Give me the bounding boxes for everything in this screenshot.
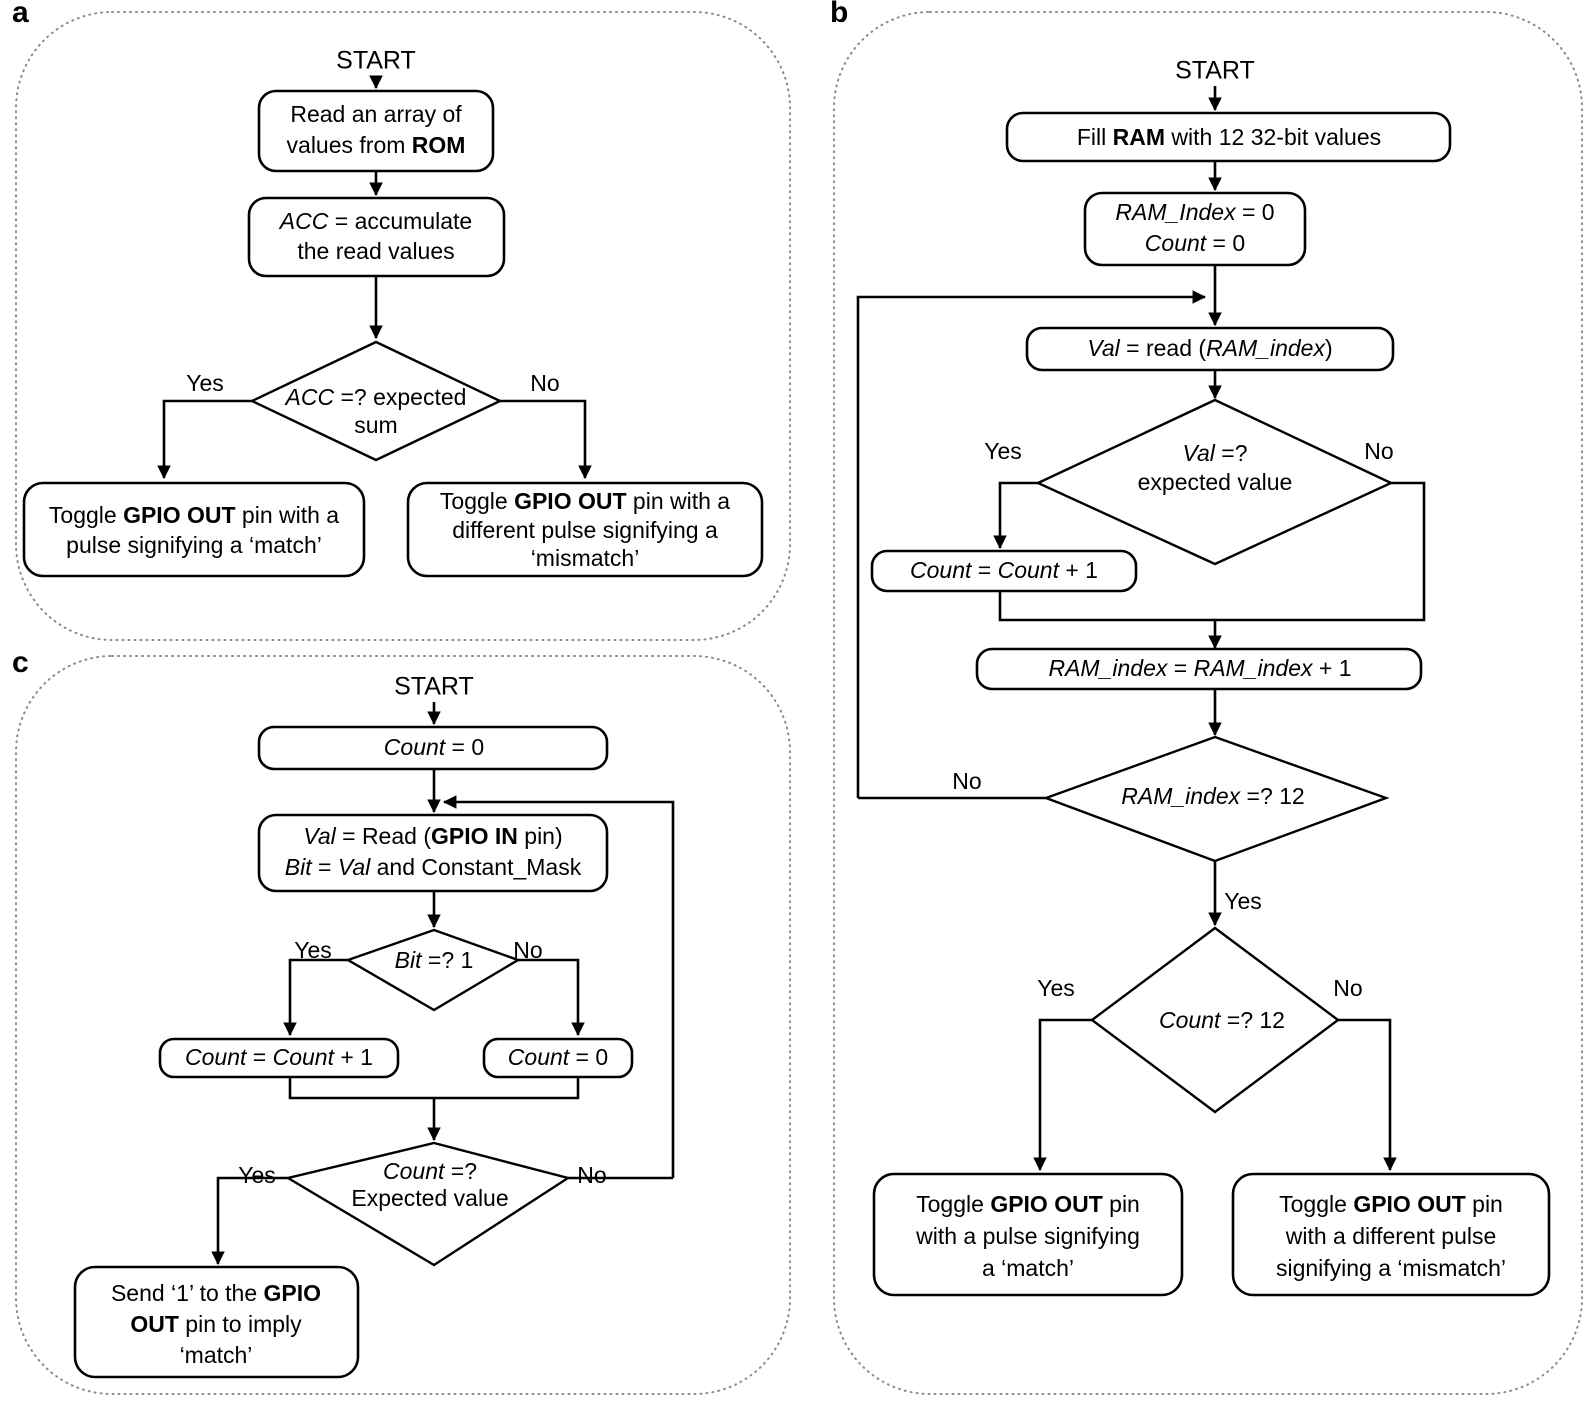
panel-c-merge-left — [288, 1077, 434, 1100]
node-count-increment-b — [870, 549, 1138, 593]
panel-c-count-yes-branch — [211, 1176, 288, 1266]
panel-a-yes-label: Yes — [186, 370, 224, 396]
decision-acc-equals-expected-sum — [249, 340, 503, 462]
panel-b-val-yes-label: Yes — [984, 438, 1022, 464]
panel-a-no-branch — [500, 399, 592, 480]
node-toggle-match-b-line2: with a pulse signifying — [915, 1223, 1140, 1249]
node-acc-accumulate-line1: ACC = accumulate — [278, 208, 472, 234]
node-val-read-ram-index — [1025, 326, 1395, 372]
panel-b-count-no-branch — [1338, 1018, 1397, 1172]
node-send-one-line2: OUT pin to imply — [130, 1311, 302, 1337]
node-count-reset-c — [482, 1037, 634, 1079]
panel-c-bit-yes-branch — [283, 958, 348, 1037]
node-send-one-line3: ‘match’ — [180, 1342, 253, 1368]
panel-c-bit-no-label: No — [513, 937, 542, 963]
node-read-array-rom-line2: values from ROM — [287, 132, 466, 158]
panel-b-ram-yes-label: Yes — [1224, 888, 1262, 914]
node-toggle-mismatch-a — [406, 481, 764, 578]
panel-b-border — [833, 11, 1583, 1395]
node-toggle-mismatch-b-line2: with a different pulse — [1285, 1223, 1497, 1249]
node-val-read-text: Val = read (RAM_index) — [1087, 335, 1332, 361]
panel-c: c START Count = 0 Val = Read (GPIO IN pi… — [12, 646, 791, 1395]
panel-c-bit-no-branch — [518, 958, 585, 1037]
decision-bit-equals-1 — [345, 928, 521, 1012]
node-ram-index-increment — [975, 647, 1423, 691]
node-count-increment-b-text: Count = Count + 1 — [910, 557, 1098, 583]
panel-b-start-label: START — [1175, 57, 1255, 85]
panel-a-label: a — [12, 0, 29, 29]
node-count-increment-c-text: Count = Count + 1 — [185, 1044, 373, 1070]
panel-b-count-yes-label: Yes — [1037, 975, 1075, 1001]
decision-ram-index-text: RAM_index =? 12 — [1121, 783, 1304, 809]
node-count-increment-c — [158, 1037, 400, 1079]
node-toggle-mismatch-a-line3: ‘mismatch’ — [531, 545, 640, 571]
node-init-ram-index-count — [1083, 191, 1307, 267]
panel-c-start-label: START — [394, 673, 474, 701]
panel-b-ram-no-label: No — [952, 768, 981, 794]
panel-c-bit-yes-label: Yes — [294, 937, 332, 963]
panel-c-merge-right — [434, 1077, 580, 1100]
panel-b-count-yes-branch — [1033, 1018, 1092, 1172]
node-toggle-match-b — [872, 1172, 1184, 1297]
node-toggle-mismatch-b-line3: signifying a ‘mismatch’ — [1276, 1255, 1506, 1281]
panel-c-loopback — [442, 795, 675, 1178]
decision-acc-line2: sum — [354, 412, 397, 438]
decision-count-equals-expected — [284, 1141, 571, 1267]
node-toggle-match-b-line1: Toggle GPIO OUT pin — [916, 1191, 1140, 1217]
node-toggle-mismatch-b-line1: Toggle GPIO OUT pin — [1279, 1191, 1503, 1217]
node-fill-ram — [1005, 111, 1452, 163]
node-count-init-c-text: Count = 0 — [384, 734, 484, 760]
panel-b-loopback — [856, 290, 1207, 798]
node-toggle-match-a-line1: Toggle GPIO OUT pin with a — [49, 502, 339, 528]
panel-b-val-no-branch — [1208, 481, 1426, 650]
node-count-reset-c-text: Count = 0 — [508, 1044, 608, 1070]
panel-a-yes-branch — [157, 399, 252, 480]
panel-b-count-merge — [998, 591, 1215, 622]
node-fill-ram-text: Fill RAM with 12 32-bit values — [1077, 124, 1381, 150]
panel-a-no-label: No — [530, 370, 559, 396]
decision-count-equals-12 — [1089, 926, 1341, 1114]
panel-b-val-yes-branch — [993, 481, 1038, 550]
node-toggle-mismatch-a-line1: Toggle GPIO OUT pin with a — [440, 488, 730, 514]
node-toggle-match-a-line2: pulse signifying a ‘match’ — [66, 532, 322, 558]
node-toggle-mismatch-a-line2: different pulse signifying a — [452, 517, 718, 543]
decision-count-12-text: Count =? 12 — [1159, 1007, 1285, 1033]
decision-count-expected-line1: Count =? — [383, 1158, 477, 1184]
node-val-read-gpio-in-line2: Bit = Val and Constant_Mask — [285, 854, 582, 880]
decision-acc-line1: ACC =? expected — [284, 384, 467, 410]
panel-c-count-yes-label: Yes — [238, 1162, 276, 1188]
panel-b-count-no-label: No — [1333, 975, 1362, 1001]
node-init-line1: RAM_Index = 0 — [1115, 199, 1274, 225]
node-toggle-match-a — [22, 481, 366, 578]
decision-val-equals-expected — [1035, 398, 1394, 566]
panel-c-label: c — [12, 646, 29, 679]
panel-b: b START Fill RAM with 12 32-bit values R… — [830, 0, 1583, 1395]
node-send-one-gpio-out — [73, 1265, 360, 1379]
node-read-array-rom-line1: Read an array of — [290, 101, 462, 127]
node-init-line2: Count = 0 — [1145, 230, 1245, 256]
node-ram-index-increment-text: RAM_index = RAM_index + 1 — [1048, 655, 1351, 681]
decision-bit-text: Bit =? 1 — [395, 947, 474, 973]
panel-a-start-label: START — [336, 47, 416, 75]
node-toggle-mismatch-b — [1231, 1172, 1551, 1297]
decision-val-line2: expected value — [1138, 469, 1293, 495]
decision-val-line1: Val =? — [1182, 440, 1247, 466]
panel-c-count-no-label: No — [577, 1162, 606, 1188]
decision-count-expected-line2: Expected value — [351, 1185, 508, 1211]
panel-a: a START Read an array of values from ROM… — [12, 0, 791, 641]
node-acc-accumulate-line2: the read values — [297, 238, 454, 264]
panel-a-border — [15, 11, 791, 641]
panel-b-val-no-label: No — [1364, 438, 1393, 464]
node-val-read-gpio-in-line1: Val = Read (GPIO IN pin) — [303, 823, 562, 849]
node-send-one-line1: Send ‘1’ to the GPIO — [111, 1280, 321, 1306]
panel-b-label: b — [830, 0, 848, 29]
node-toggle-match-b-line3: a ‘match’ — [982, 1255, 1074, 1281]
